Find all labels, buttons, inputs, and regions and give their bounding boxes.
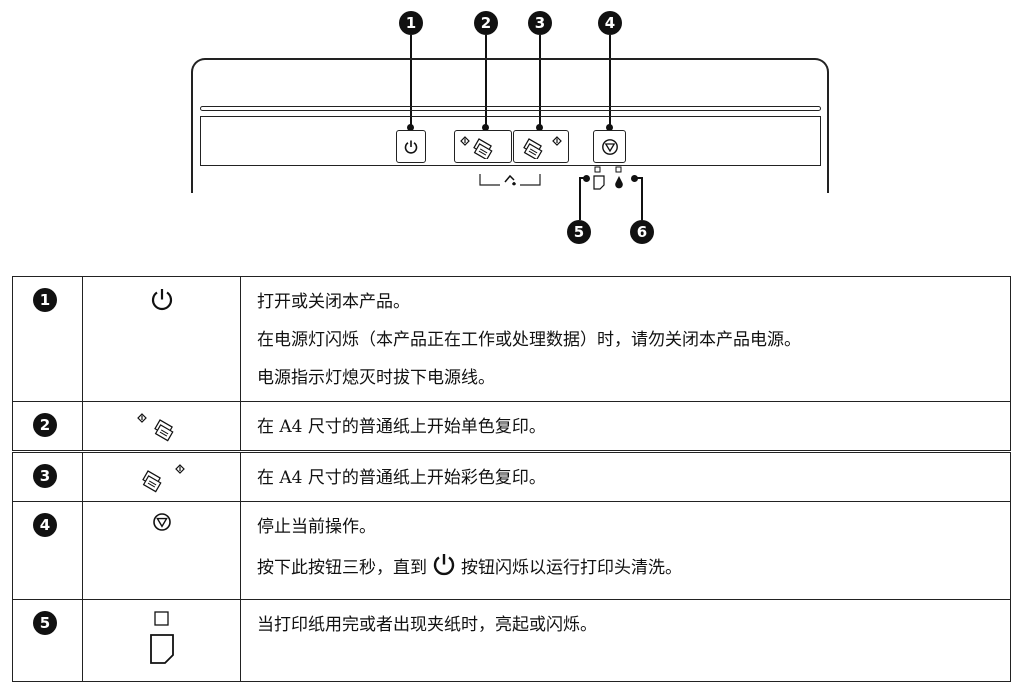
color-copy-icon xyxy=(141,464,185,493)
row-number-badge: 4 xyxy=(33,513,57,537)
description-text-before: 按下此按钮三秒，直到 xyxy=(257,558,427,578)
table-row: 3 在 A4 尺寸的普通纸上开始彩色复印。 xyxy=(12,450,1011,502)
panel-color-copy-button[interactable] xyxy=(513,130,569,163)
row-description-cell: 当打印纸用完或者出现夹纸时，亮起或闪烁。 xyxy=(240,599,1011,682)
row-icon-cell xyxy=(82,599,241,682)
power-icon xyxy=(151,289,172,311)
panel-power-button[interactable] xyxy=(396,130,426,163)
paper-light-icon xyxy=(593,166,605,190)
color-copy-icon xyxy=(523,135,562,159)
power-icon xyxy=(404,140,418,154)
callout-5-leader xyxy=(579,178,581,220)
stop-icon xyxy=(601,138,618,155)
description-line-with-icon: 按下此按钮三秒，直到 按钮闪烁以运行打印头清洗。 xyxy=(257,552,1010,581)
ink-bracket-icon xyxy=(479,174,541,186)
row-description-cell: 在 A4 尺寸的普通纸上开始彩色复印。 xyxy=(240,450,1011,502)
callout-6-leader xyxy=(641,178,643,220)
row-number-badge: 5 xyxy=(33,611,57,635)
callout-4: 4 xyxy=(598,11,622,35)
row-icon-cell xyxy=(82,401,241,452)
callout-3-leader-dot xyxy=(536,124,543,131)
button-function-table: 1 打开或关闭本产品。 在电源灯闪烁（本产品正在工作或处理数据）时，请勿关闭本产… xyxy=(12,276,1011,682)
row-description-cell: 打开或关闭本产品。 在电源灯闪烁（本产品正在工作或处理数据）时，请勿关闭本产品电… xyxy=(240,276,1011,402)
callout-3-leader xyxy=(539,35,541,127)
description-line: 打开或关闭本产品。 xyxy=(257,292,410,312)
callout-2-leader-dot xyxy=(482,124,489,131)
callout-6-leader-h xyxy=(634,177,643,179)
description-line: 在 A4 尺寸的普通纸上开始单色复印。 xyxy=(257,417,546,437)
mono-copy-icon xyxy=(136,413,174,442)
callout-5: 5 xyxy=(567,220,591,244)
printer-panel-rail xyxy=(200,106,821,111)
callout-5-leader-h xyxy=(579,177,587,179)
description-text-after: 按钮闪烁以运行打印头清洗。 xyxy=(461,558,682,578)
description-line: 当打印纸用完或者出现夹纸时，亮起或闪烁。 xyxy=(257,615,597,635)
row-number-cell: 2 xyxy=(12,401,83,452)
power-icon xyxy=(433,554,455,576)
printer-panel-body xyxy=(191,58,829,193)
stop-icon xyxy=(152,513,171,531)
row-number-badge: 1 xyxy=(33,288,57,312)
row-icon-cell xyxy=(82,450,241,502)
callout-2: 2 xyxy=(474,11,498,35)
description-line: 电源指示灯熄灭时拔下电源线。 xyxy=(257,368,495,388)
mono-copy-icon xyxy=(460,135,493,159)
printer-panel-strip xyxy=(200,116,821,166)
callout-1-leader xyxy=(410,35,412,127)
panel-mono-copy-button[interactable] xyxy=(454,130,512,163)
row-description-cell: 在 A4 尺寸的普通纸上开始单色复印。 xyxy=(240,401,1011,452)
description-line: 停止当前操作。 xyxy=(257,517,376,537)
ink-light-icon xyxy=(615,166,623,189)
description-line: 在 A4 尺寸的普通纸上开始彩色复印。 xyxy=(257,468,546,488)
callout-4-leader xyxy=(609,35,611,127)
table-row: 1 打开或关闭本产品。 在电源灯闪烁（本产品正在工作或处理数据）时，请勿关闭本产… xyxy=(12,276,1011,402)
table-row: 2 在 A4 尺寸的普通纸上开始单色复印。 xyxy=(12,401,1011,452)
row-number-badge: 3 xyxy=(33,464,57,488)
row-number-badge: 2 xyxy=(33,413,57,437)
row-number-cell: 5 xyxy=(12,599,83,682)
paper-icon xyxy=(149,611,174,664)
row-description-cell: 停止当前操作。 按下此按钮三秒，直到 按钮闪烁以运行打印头清洗。 xyxy=(240,501,1011,600)
row-number-cell: 1 xyxy=(12,276,83,402)
callout-1-leader-dot xyxy=(407,124,414,131)
callout-1: 1 xyxy=(399,11,423,35)
control-panel-diagram: 1 2 3 4 xyxy=(0,0,1022,255)
panel-stop-button[interactable] xyxy=(593,130,626,163)
row-number-cell: 3 xyxy=(12,450,83,502)
row-icon-cell xyxy=(82,501,241,600)
callout-6: 6 xyxy=(630,220,654,244)
callout-2-leader xyxy=(485,35,487,127)
description-line: 在电源灯闪烁（本产品正在工作或处理数据）时，请勿关闭本产品电源。 xyxy=(257,330,801,350)
row-icon-cell xyxy=(82,276,241,402)
callout-3: 3 xyxy=(528,11,552,35)
row-number-cell: 4 xyxy=(12,501,83,600)
callout-4-leader-dot xyxy=(606,124,613,131)
table-row: 5 当打印纸用完或者出现夹纸时，亮起或闪烁。 xyxy=(12,599,1011,682)
table-row: 4 停止当前操作。 按下此按钮三秒，直到 按钮闪烁以运行打印头清洗。 xyxy=(12,501,1011,600)
